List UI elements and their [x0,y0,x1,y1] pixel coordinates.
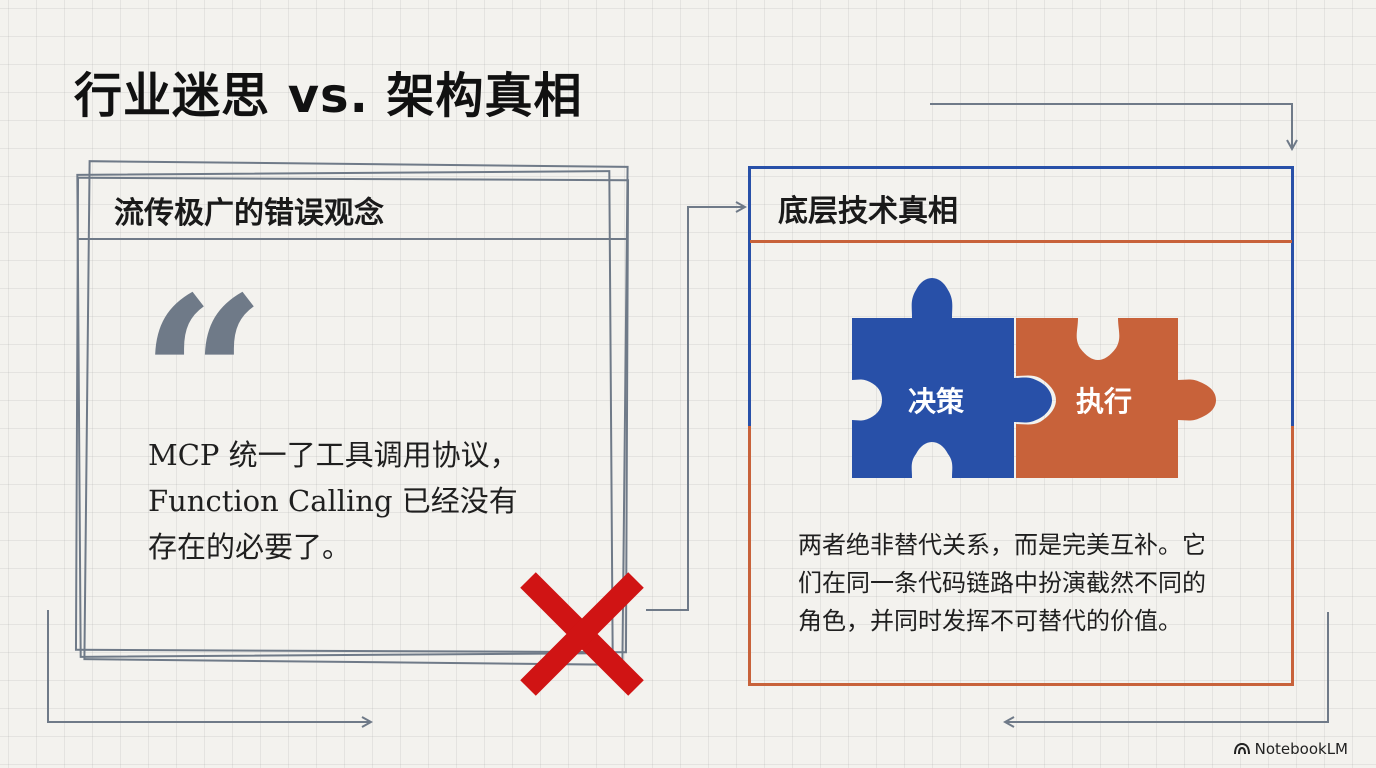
myth-card-title: 流传极广的错误观念 [114,196,384,231]
arrow-myth-to-truth [646,207,744,611]
myth-line: MCP 统一了工具调用协议， [148,438,519,472]
myth-line: Function Calling 已经没有 [148,484,518,518]
puzzle-label-decision: 决策 [908,385,965,418]
puzzle-label-execution: 执行 [1076,385,1133,418]
brand-badge: NotebookLM [1233,740,1348,758]
truth-line: 角色，并同时发挥不可替代的价值。 [798,607,1182,635]
truth-card-title: 底层技术真相 [778,194,958,229]
myth-line: 存在的必要了。 [148,530,352,564]
brand-name: NotebookLM [1254,740,1348,758]
arrow-bottom-right [1006,612,1329,722]
truth-card-divider [750,240,1292,243]
truth-line: 两者绝非替代关系，而是完美互补。它 [798,531,1206,559]
puzzle-piece-execution [1016,318,1216,478]
truth-line: 们在同一条代码链路中扮演截然不同的 [798,569,1206,597]
myth-statement: MCP 统一了工具调用协议， Function Calling 已经没有 存在的… [148,432,568,570]
puzzle-piece-decision [852,278,1052,478]
quote-icon: “ [140,248,267,507]
arrow-bottom-left [47,610,370,722]
notebooklm-logo-icon [1233,743,1250,755]
page-title: 行业迷思 vs. 架构真相 [74,68,583,124]
arrow-top-right [930,103,1292,148]
myth-card-divider [78,238,626,240]
truth-statement: 两者绝非替代关系，而是完美互补。它 们在同一条代码链路中扮演截然不同的 角色，并… [798,526,1268,640]
